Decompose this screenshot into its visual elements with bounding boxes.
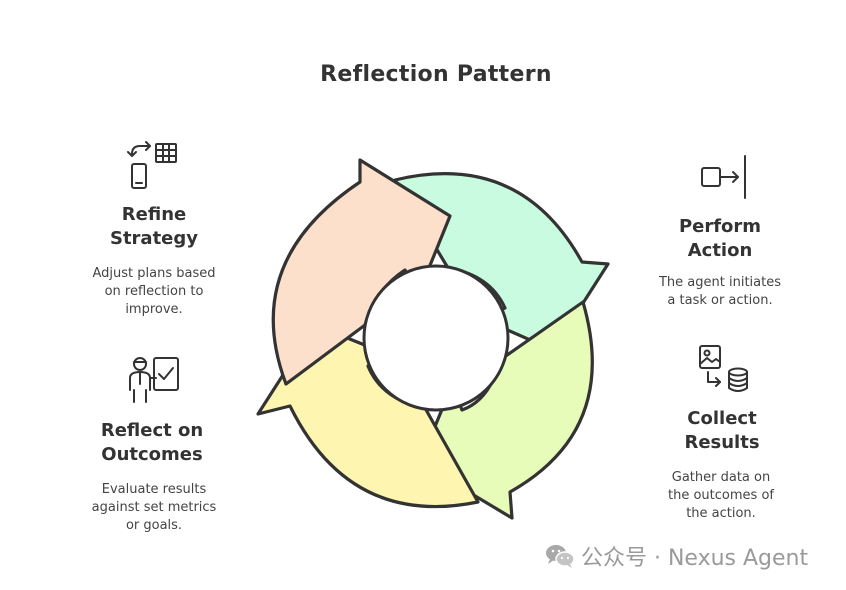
perform-action-desc-line1: The agent initiates: [658, 275, 781, 290]
refresh-flow-icon: [127, 141, 177, 189]
collect-results-desc-line2: the outcomes of: [668, 488, 774, 503]
collect-results-desc-line1: Gather data on: [671, 470, 771, 485]
perform-action-title: Perform Action: [640, 215, 800, 263]
watermark-text: 公众号 · Nexus Agent: [581, 546, 809, 571]
refine-strategy-desc-line1: Adjust plans based: [92, 266, 216, 281]
reflect-on-outcomes-title-line2: Outcomes: [101, 444, 203, 465]
enter-icon: [701, 155, 746, 199]
reflect-on-outcomes-desc-line2: against set metrics: [91, 500, 217, 515]
person-checklist-icon: [129, 357, 179, 403]
reflect-on-outcomes-desc-line1: Evaluate results: [101, 482, 207, 497]
perform-action-desc-line2: a task or action.: [667, 293, 773, 308]
reflect-on-outcomes-desc-line3: or goals.: [125, 518, 183, 533]
page-title: Reflection Pattern: [320, 62, 552, 87]
reflect-on-outcomes-title-line1: Reflect on: [100, 420, 204, 441]
refine-strategy-desc-line3: improve.: [125, 302, 183, 317]
refine-strategy-description: Adjust plans based on reflection to impr…: [62, 265, 246, 319]
image-to-database-icon: [699, 345, 748, 392]
collect-results-title-line1: Collect: [687, 408, 757, 429]
reflect-on-outcomes-title: Reflect on Outcomes: [70, 419, 234, 467]
refine-strategy-title-line2: Strategy: [109, 228, 199, 249]
wechat-icon: [546, 545, 575, 568]
collect-results-description: Gather data on the outcomes of the actio…: [626, 469, 816, 523]
perform-action-description: The agent initiates a task or action.: [626, 274, 814, 310]
collect-results-title: Collect Results: [642, 407, 802, 455]
watermark: 公众号 · Nexus Agent: [545, 541, 808, 571]
refine-strategy-desc-line2: on reflection to: [104, 284, 204, 299]
reflect-on-outcomes-description: Evaluate results against set metrics or …: [60, 481, 248, 535]
collect-results-desc-line3: the action.: [686, 506, 756, 521]
cycle-center: [362, 264, 510, 412]
perform-action-title-line2: Action: [687, 240, 753, 261]
refine-strategy-title: Refine Strategy: [74, 203, 234, 251]
collect-results-title-line2: Results: [684, 432, 760, 453]
perform-action-title-line1: Perform: [678, 216, 762, 237]
refine-strategy-title-line1: Refine: [121, 204, 187, 225]
